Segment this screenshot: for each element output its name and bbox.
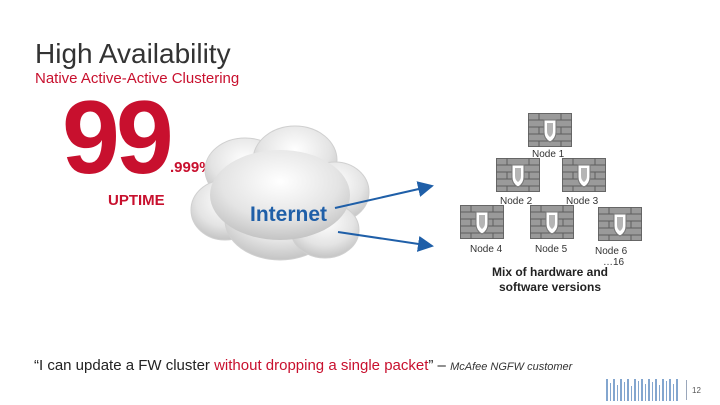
firewall-icon	[598, 207, 642, 241]
barcode-decoration-icon	[606, 379, 678, 401]
quote-start: “I can update a FW cluster	[34, 357, 215, 374]
node-count-label: …16	[603, 257, 625, 268]
node-label: Node 5	[535, 244, 568, 255]
quote-source: McAfee NGFW customer	[450, 361, 573, 373]
internet-label: Internet	[250, 203, 328, 226]
quote-highlight: without dropping a single packet	[214, 357, 429, 374]
customer-quote: “I can update a FW cluster without dropp…	[34, 357, 572, 374]
firewall-icon	[530, 205, 574, 239]
node-label: Node 2	[500, 196, 533, 207]
firewall-icon	[496, 158, 540, 192]
mix-versions-text: Mix of hardware and software versions	[491, 265, 609, 294]
slide-title: High Availability	[35, 38, 231, 69]
slide-subtitle: Native Active-Active Clustering	[35, 70, 240, 87]
node-label: Node 3	[566, 196, 599, 207]
arrow-up	[334, 181, 434, 209]
firewall-icon	[562, 158, 606, 192]
node-label: Node 4	[470, 244, 503, 255]
arrow-down	[337, 231, 434, 252]
quote-end: ” –	[428, 357, 451, 374]
uptime-big-number: 99	[62, 80, 174, 196]
page-number: 12	[692, 386, 701, 395]
node-label: Node 6	[595, 246, 628, 257]
node-label: Node 1	[532, 149, 565, 160]
cloud-icon	[190, 125, 370, 261]
uptime-decimal: .999%	[170, 159, 213, 176]
arrow-icon	[334, 181, 434, 252]
firewall-icon	[460, 205, 504, 239]
footer-divider	[686, 380, 687, 400]
uptime-label: UPTIME	[108, 192, 165, 209]
firewall-icon	[528, 113, 572, 147]
